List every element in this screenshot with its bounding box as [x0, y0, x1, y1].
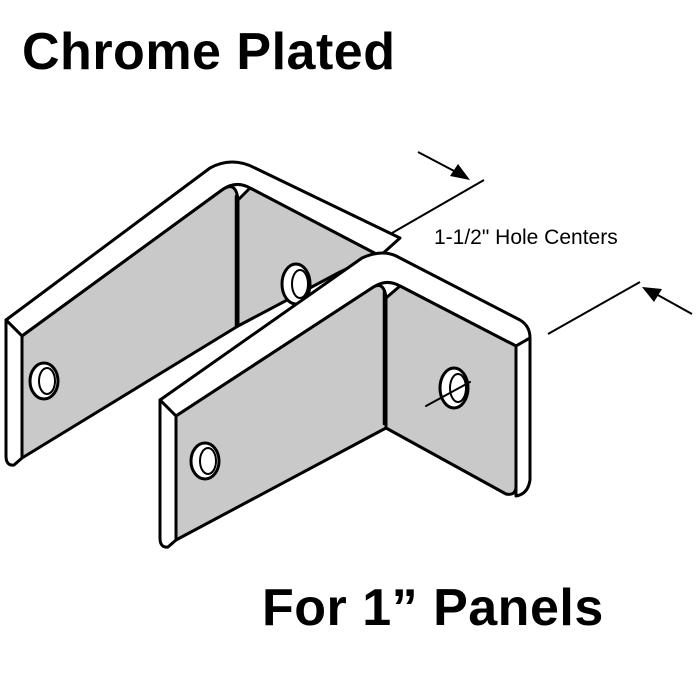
- dimension-extension-bottom: [547, 281, 641, 335]
- front-bracket-left-edge: [158, 398, 178, 549]
- dimension-label: 1-1/2" Hole Centers: [434, 226, 618, 249]
- front-bracket-right-hole-inner: [449, 373, 467, 403]
- back-bracket-right-hole-inner: [291, 269, 309, 299]
- panel-size-heading: For 1” Panels: [262, 579, 604, 637]
- dimension-arrow-bottom-head: [642, 287, 662, 302]
- front-bracket-right-hole: [438, 366, 470, 410]
- front-bracket-left-hole-inner: [199, 447, 217, 475]
- front-bracket-right-edge: [514, 336, 532, 498]
- back-bracket: [4, 160, 402, 467]
- front-bracket: [158, 251, 532, 549]
- dimension-arrow-bottom-shaft: [655, 293, 693, 315]
- back-bracket-left-hole-inner: [38, 367, 56, 395]
- front-bracket-top-edge: [158, 251, 532, 418]
- dimension-callout: 1-1/2" Hole Centers: [391, 151, 693, 335]
- dimension-extension-top: [391, 179, 485, 234]
- dimension-arrow-top-shaft: [417, 151, 457, 173]
- hole-center-line: [425, 381, 471, 407]
- back-bracket-left-edge: [4, 318, 24, 467]
- finish-heading: Chrome Plated: [22, 23, 396, 81]
- front-bracket-left-hole: [189, 441, 221, 481]
- back-bracket-left-hole: [28, 361, 60, 401]
- dimension-arrow-top-head: [450, 164, 470, 180]
